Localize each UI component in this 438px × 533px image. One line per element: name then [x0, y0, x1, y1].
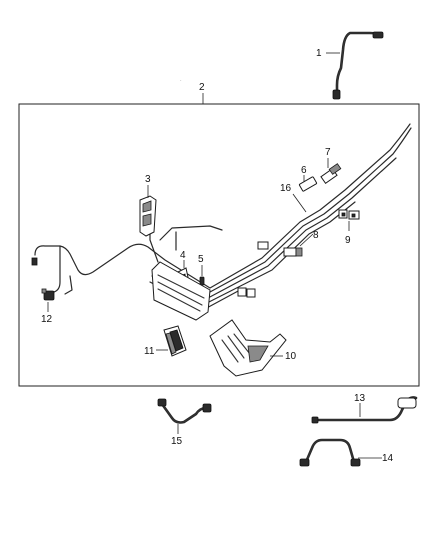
- part-5-fitting[interactable]: [199, 276, 205, 286]
- part-10-shield[interactable]: [209, 319, 287, 377]
- part-7-clamp-group[interactable]: [320, 163, 342, 184]
- callout-9[interactable]: 9: [345, 235, 351, 246]
- callout-15[interactable]: 15: [171, 436, 183, 447]
- callout-10[interactable]: 10: [285, 351, 297, 362]
- callout-8-leader: [299, 233, 314, 247]
- part-1-tube[interactable]: [332, 31, 384, 100]
- callout-4[interactable]: 4: [180, 250, 186, 261]
- callout-7[interactable]: 7: [325, 147, 331, 158]
- part-8-clip-row[interactable]: [257, 241, 303, 257]
- callout-1[interactable]: 1: [316, 48, 322, 59]
- callout-6[interactable]: 6: [301, 165, 307, 176]
- assembly-boundary-box: [18, 103, 420, 387]
- callout-8[interactable]: 8: [313, 230, 319, 241]
- center-bracket-assembly[interactable]: [151, 261, 211, 321]
- part-3-bracket[interactable]: [139, 195, 157, 237]
- callout-13[interactable]: 13: [354, 393, 366, 404]
- callout-12[interactable]: 12: [41, 314, 53, 325]
- part-14-tube[interactable]: [299, 438, 361, 467]
- callout-14[interactable]: 14: [382, 453, 394, 464]
- part-13-tube[interactable]: [311, 396, 418, 424]
- callout-16-leader: [292, 193, 307, 213]
- callout-16[interactable]: 16: [280, 183, 292, 194]
- part-15-tube[interactable]: [157, 398, 212, 424]
- callout-2[interactable]: 2: [199, 82, 205, 93]
- part-12-connector[interactable]: [31, 257, 55, 301]
- part-clip-lower[interactable]: [237, 287, 256, 298]
- callout-5[interactable]: 5: [198, 254, 204, 265]
- part-6-clip[interactable]: [298, 176, 318, 192]
- part-9-clip[interactable]: [338, 209, 360, 220]
- part-11-block[interactable]: [163, 325, 187, 357]
- stray-mark: ·: [180, 78, 182, 84]
- callout-11[interactable]: 11: [144, 346, 155, 357]
- callout-3[interactable]: 3: [145, 174, 151, 185]
